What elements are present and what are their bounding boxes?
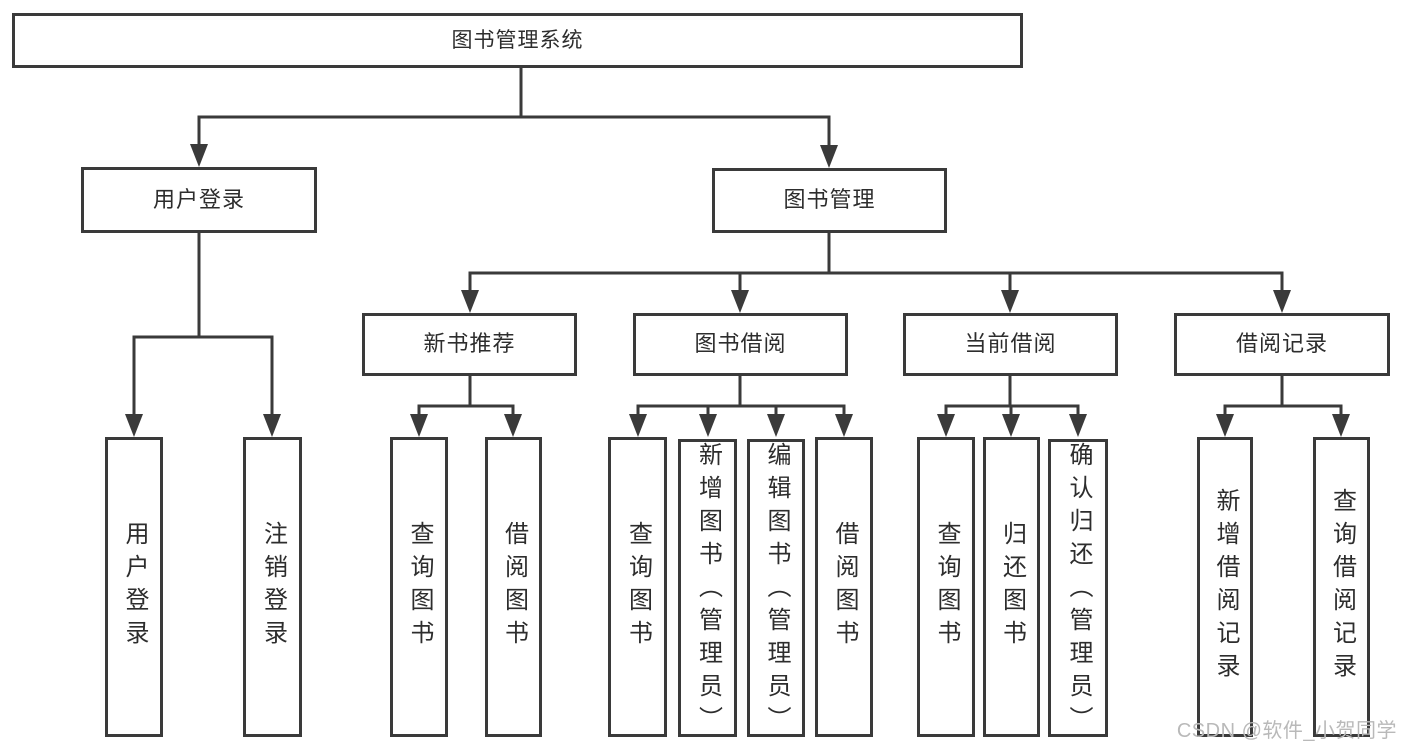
arrowhead	[1002, 414, 1020, 437]
node-leaf-add-borrow-record: 新增借阅记录	[1197, 437, 1253, 737]
connector-book-mgmt-branch	[461, 233, 1291, 313]
arrowhead	[767, 414, 785, 437]
node-current-borrow: 当前借阅	[903, 313, 1118, 376]
connector-line	[417, 376, 515, 415]
arrowhead	[1332, 414, 1350, 437]
node-leaf-logout: 注销登录	[243, 437, 302, 737]
connector-current-borrow-branch	[937, 376, 1087, 437]
arrowhead	[820, 145, 838, 168]
node-leaf-query-books-1: 查询图书	[390, 437, 448, 737]
node-root-system: 图书管理系统	[12, 13, 1023, 68]
arrowhead	[410, 414, 428, 437]
node-book-borrow: 图书借阅	[633, 313, 848, 376]
arrowhead	[190, 144, 208, 167]
node-leaf-query-books-2: 查询图书	[608, 437, 667, 737]
connector-line	[944, 376, 1080, 415]
node-leaf-query-borrow-record: 查询借阅记录	[1313, 437, 1370, 737]
arrowhead	[1216, 414, 1234, 437]
connector-line	[197, 68, 831, 147]
arrowhead	[1001, 290, 1019, 313]
arrowhead	[731, 290, 749, 313]
arrowhead	[263, 414, 281, 437]
node-user-login: 用户登录	[81, 167, 317, 233]
node-leaf-query-books-3: 查询图书	[917, 437, 975, 737]
arrowhead	[461, 290, 479, 313]
arrowhead	[504, 414, 522, 437]
arrowhead	[125, 414, 143, 437]
connector-user-login-branch	[125, 233, 281, 437]
arrowhead	[1273, 290, 1291, 313]
node-leaf-add-books-admin: 新增图书（管理员）	[678, 439, 737, 739]
node-leaf-confirm-return-admin: 确认归还（管理员）	[1048, 439, 1108, 739]
arrowhead	[629, 414, 647, 437]
arrowhead	[1069, 414, 1087, 437]
node-leaf-user-login: 用户登录	[105, 437, 163, 737]
connector-line	[636, 376, 846, 415]
node-new-book-recommend: 新书推荐	[362, 313, 577, 376]
connector-line	[132, 233, 274, 415]
node-borrow-records: 借阅记录	[1174, 313, 1390, 376]
arrowhead	[699, 414, 717, 437]
connector-book-borrow-branch	[629, 376, 853, 437]
connector-line	[468, 233, 1284, 291]
arrowhead	[937, 414, 955, 437]
connector-line	[1223, 376, 1343, 415]
node-leaf-borrow-books-2: 借阅图书	[815, 437, 873, 737]
connector-new-book-branch	[410, 376, 522, 437]
connector-borrow-records-branch	[1216, 376, 1350, 437]
arrowhead	[835, 414, 853, 437]
node-book-management: 图书管理	[712, 168, 947, 233]
node-leaf-edit-books-admin: 编辑图书（管理员）	[747, 439, 805, 739]
connector-root-to-level1	[190, 68, 838, 168]
node-leaf-return-books: 归还图书	[983, 437, 1040, 737]
node-leaf-borrow-books-1: 借阅图书	[485, 437, 542, 737]
watermark: CSDN @软件_小贺同学	[1176, 720, 1397, 742]
